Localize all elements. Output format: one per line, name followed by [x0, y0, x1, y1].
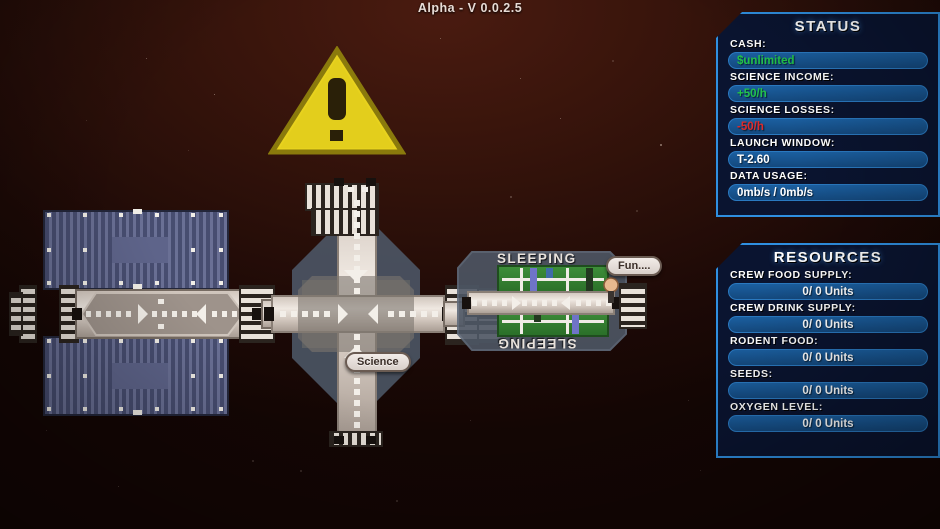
resource-value-crew-drink-supply: 0/ 0 Units	[728, 316, 928, 333]
resource-row: RODENT FOOD: 0/ 0 Units	[728, 335, 928, 366]
resource-label-crew-food-supply: CREW FOOD SUPPLY:	[730, 269, 853, 281]
solar-array-left-lower[interactable]	[43, 334, 229, 416]
crew-avatar[interactable]	[603, 277, 619, 293]
resource-row: CREW DRINK SUPPLY: 0/ 0 Units	[728, 302, 928, 333]
status-row: DATA USAGE: 0mb/s / 0mb/s	[728, 170, 928, 201]
module-label-sleeping-top: SLEEPING	[497, 251, 577, 266]
warning-triangle-exclamation-icon[interactable]	[268, 46, 406, 156]
status-row: CASH: $unlimited	[728, 38, 928, 69]
resource-row: CREW FOOD SUPPLY: 0/ 0 Units	[728, 269, 928, 300]
status-value-data-usage: 0mb/s / 0mb/s	[728, 184, 928, 201]
resource-label-crew-drink-supply: CREW DRINK SUPPLY:	[730, 302, 856, 314]
status-rows: CASH: $unlimited SCIENCE INCOME: +50/h S…	[728, 38, 928, 201]
resource-value-oxygen-level: 0/ 0 Units	[728, 415, 928, 432]
tooltip-science[interactable]: Science	[345, 352, 411, 372]
status-value-cash: $unlimited	[728, 52, 928, 69]
status-row: LAUNCH WINDOW: T-2.60	[728, 137, 928, 168]
tooltip-fun[interactable]: Fun....	[606, 256, 663, 276]
resources-panel: RESOURCES CREW FOOD SUPPLY: 0/ 0 Units C…	[716, 243, 940, 458]
status-panel-title: STATUS	[794, 18, 862, 35]
status-value-science-income: +50/h	[728, 85, 928, 102]
resource-row: SEEDS: 0/ 0 Units	[728, 368, 928, 399]
status-label-cash: CASH:	[730, 38, 767, 50]
resource-label-seeds: SEEDS:	[730, 368, 773, 380]
resources-rows: CREW FOOD SUPPLY: 0/ 0 Units CREW DRINK …	[728, 269, 928, 432]
status-label-science-losses: SCIENCE LOSSES:	[730, 104, 835, 116]
status-label-science-income: SCIENCE INCOME:	[730, 71, 835, 83]
resource-label-oxygen-level: OXYGEN LEVEL:	[730, 401, 823, 413]
solar-array-left-upper[interactable]	[43, 209, 229, 290]
resource-value-rodent-food: 0/ 0 Units	[728, 349, 928, 366]
resource-value-crew-food-supply: 0/ 0 Units	[728, 283, 928, 300]
module-left-habitat[interactable]	[9, 285, 275, 343]
resources-panel-title: RESOURCES	[773, 249, 883, 266]
resource-row: OXYGEN LEVEL: 0/ 0 Units	[728, 401, 928, 432]
status-row: SCIENCE INCOME: +50/h	[728, 71, 928, 102]
status-panel: STATUS CASH: $unlimited SCIENCE INCOME: …	[716, 12, 940, 217]
status-label-launch-window: LAUNCH WINDOW:	[730, 137, 836, 149]
status-value-launch-window: T-2.60	[728, 151, 928, 168]
status-value-science-losses: -50/h	[728, 118, 928, 135]
resource-label-rodent-food: RODENT FOOD:	[730, 335, 819, 347]
resource-value-seeds: 0/ 0 Units	[728, 382, 928, 399]
module-label-sleeping-bottom: SLEEPING	[497, 336, 577, 351]
status-row: SCIENCE LOSSES: -50/h	[728, 104, 928, 135]
status-label-data-usage: DATA USAGE:	[730, 170, 808, 182]
